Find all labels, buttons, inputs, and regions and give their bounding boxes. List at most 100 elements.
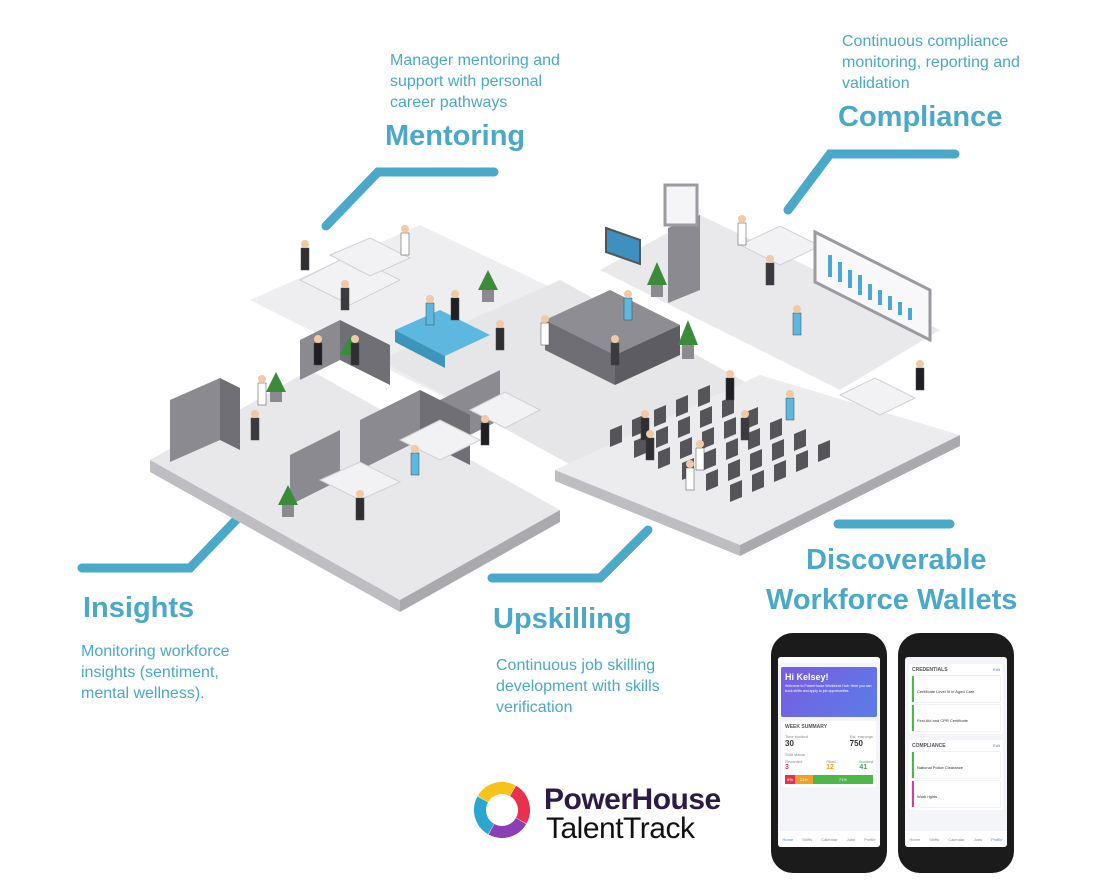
seminar-chair [748, 428, 760, 450]
person-figure [257, 375, 267, 406]
person-figure [737, 215, 747, 246]
time-booked-label: Time booked [785, 734, 808, 739]
person-figure [355, 490, 365, 521]
person-figure [495, 320, 505, 351]
compliance-title: Compliance [838, 101, 1003, 133]
compliance-edit-link[interactable]: Edit [993, 743, 1000, 748]
nav-home[interactable]: Home [909, 836, 921, 842]
nav-profile[interactable]: Profile [864, 836, 876, 842]
upskilling-description: Continuous job skilling development with… [496, 657, 660, 716]
filled-label: Filled [826, 759, 836, 764]
phone-mockup-home: Hi Kelsey! Welcome to PowerHouse Workfor… [771, 633, 887, 873]
compliance-callout-line [783, 149, 960, 215]
seminar-chair [678, 416, 690, 438]
seminar-chair [634, 436, 646, 458]
person-figure [623, 290, 633, 321]
bottom-nav: Home Shifts Calendar Jobs Profile [905, 831, 1007, 847]
welcome-text: Welcome to PowerHouse Workforce Hub. Her… [785, 684, 872, 693]
seminar-chair [730, 480, 742, 502]
person-figure [400, 225, 410, 256]
insights-description: Monitoring workforce insights (sentiment… [81, 643, 230, 702]
nav-home[interactable]: Home [782, 836, 794, 842]
person-figure [785, 390, 795, 421]
est-earnings-value: 750 [849, 739, 863, 748]
seminar-chair [770, 418, 782, 440]
booked-label: Booked [859, 759, 873, 764]
upskilling-callout-line [487, 525, 653, 583]
nav-shifts[interactable]: Shifts [929, 836, 940, 842]
seminar-chair [656, 426, 668, 448]
person-figure [640, 410, 650, 441]
person-figure [300, 240, 310, 271]
mentoring-title: Mentoring [385, 120, 526, 152]
credential-item: First Aid and CPR Certificate [912, 705, 1000, 731]
credentials-header: CREDENTIALS [912, 667, 948, 673]
shift-status-label: Shift status [785, 752, 805, 757]
compliance-description: Continuous compliance monitoring, report… [842, 33, 1020, 92]
seminar-chair [752, 470, 764, 492]
phone-mockup-profile: CREDENTIALS Edit Certificate Level III i… [898, 633, 1014, 873]
person-figure [740, 410, 750, 441]
nav-calendar[interactable]: Calendar [821, 836, 838, 842]
home-screen: Hi Kelsey! Welcome to PowerHouse Workfor… [778, 657, 880, 847]
seminar-chair [772, 439, 784, 461]
week-summary-label: WEEK SUMMARY [785, 724, 828, 730]
seminar-chair [680, 437, 692, 459]
insights-title: Insights [83, 592, 195, 624]
seminar-chair [774, 460, 786, 482]
credentials-edit-link[interactable]: Edit [993, 667, 1000, 672]
bar-segment-green: 71% [812, 775, 873, 784]
person-figure [695, 440, 705, 471]
compliance-item: Work rights [912, 781, 1000, 807]
mentoring-description: Manager mentoring and support with perso… [390, 52, 560, 111]
compliance-name: Work rights [917, 794, 938, 799]
seminar-chair [796, 450, 808, 472]
bar-segment-orange: 21% [795, 775, 813, 784]
filled-value: 12 [826, 764, 834, 771]
nav-shifts[interactable]: Shifts [802, 836, 813, 842]
nav-profile[interactable]: Profile [991, 836, 1003, 842]
person-figure [725, 370, 735, 401]
upskilling-title: Upskilling [493, 603, 632, 635]
nav-jobs[interactable]: Jobs [846, 836, 856, 842]
person-figure [792, 305, 802, 336]
seminar-chair [728, 459, 740, 481]
compliance-header: COMPLIANCE [912, 743, 946, 749]
bottom-nav: Home Shifts Calendar Jobs Profile [778, 831, 880, 847]
profile-screen: CREDENTIALS Edit Certificate Level III i… [905, 657, 1007, 847]
compliance-item: National Police Clearance [912, 752, 1000, 778]
seminar-chair [722, 396, 734, 418]
nav-jobs[interactable]: Jobs [973, 836, 983, 842]
greeting-banner: Hi Kelsey! Welcome to PowerHouse Workfor… [781, 667, 877, 717]
wallets-title-line1: Discoverable [806, 544, 987, 576]
brand-name-line2: TalentTrack [546, 812, 695, 845]
person-figure [685, 460, 695, 491]
person-figure [765, 255, 775, 286]
seminar-chair [724, 417, 736, 439]
seminar-chair [654, 405, 666, 427]
person-figure [480, 415, 490, 446]
person-figure [250, 410, 260, 441]
insights-callout-line [77, 513, 243, 573]
seminar-chair [700, 406, 712, 428]
mentoring-callout-line [321, 167, 499, 231]
brand-name-line1: PowerHouse [544, 783, 721, 816]
credential-name: First Aid and CPR Certificate [917, 718, 968, 723]
shift-status-bar: 8% 21% 71% [785, 775, 873, 784]
person-figure [340, 280, 350, 311]
presentation-board [813, 229, 932, 343]
person-figure [915, 360, 925, 391]
compliance-name: National Police Clearance [917, 765, 964, 770]
wallets-title-line2: Workforce Wallets [766, 584, 1018, 616]
seminar-chair [698, 385, 710, 407]
greeting-text: Hi Kelsey! [785, 672, 829, 682]
bar-segment-red: 8% [785, 775, 795, 784]
person-figure [313, 335, 323, 366]
time-booked-value: 30 [785, 739, 794, 748]
person-figure [540, 315, 550, 346]
nav-calendar[interactable]: Calendar [948, 836, 965, 842]
booked-value: 41 [859, 764, 868, 771]
credential-item: Certificate Level III in Aged Care [912, 676, 1000, 702]
person-figure [450, 290, 460, 321]
